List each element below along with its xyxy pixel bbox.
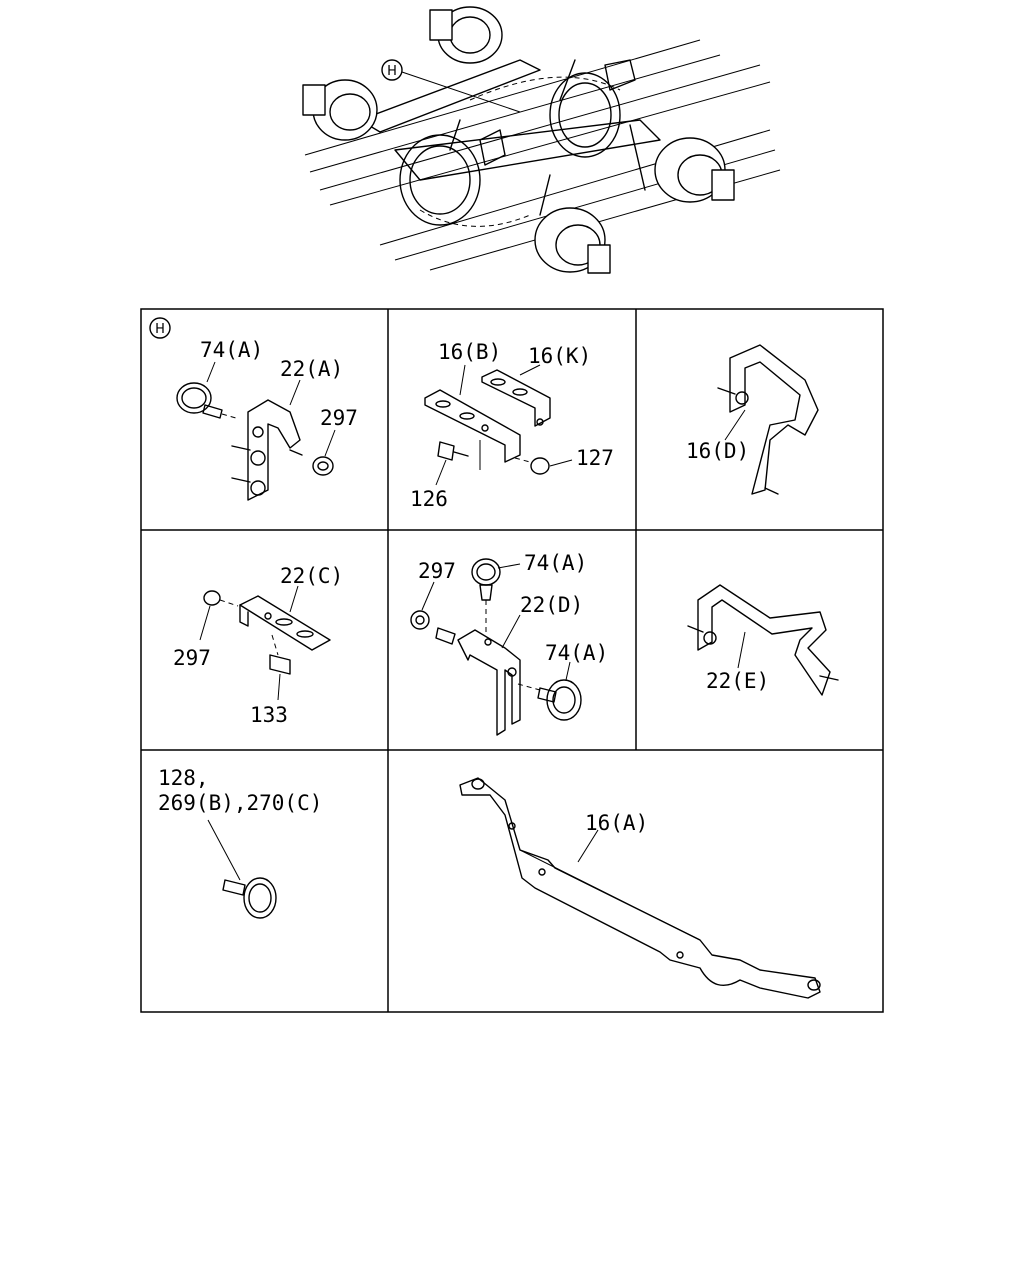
label-74a-top: 74(A) bbox=[524, 551, 587, 575]
label-127: 127 bbox=[576, 446, 614, 470]
hub-front-left bbox=[429, 6, 503, 64]
hub-front-right bbox=[654, 137, 735, 203]
panel-bracket-16d: 16(D) bbox=[686, 344, 819, 495]
clamp-74a bbox=[176, 382, 212, 414]
label-269b-270c: 269(B),270(C) bbox=[158, 791, 322, 815]
label-16a: 16(A) bbox=[585, 811, 648, 835]
panel-bracket-22c: 22(C) 297 133 bbox=[173, 564, 343, 727]
panel-bracket-22d: 297 22(D) 74(A) 74(A) bbox=[410, 551, 608, 736]
hub-rear-left bbox=[302, 79, 378, 141]
chassis-overview-illustration: H bbox=[302, 6, 781, 274]
bracket-16k bbox=[481, 369, 551, 427]
label-126: 126 bbox=[410, 487, 448, 511]
label-22a: 22(A) bbox=[280, 357, 343, 381]
bracket-22c bbox=[239, 595, 331, 651]
bracket-22d bbox=[457, 629, 521, 736]
label-128: 128, bbox=[158, 766, 209, 790]
label-74a: 74(A) bbox=[200, 338, 263, 362]
overview-marker-h: H bbox=[387, 64, 397, 79]
panel-marker-h: H bbox=[155, 322, 165, 337]
panel-clamp-128: 128, 269(B),270(C) bbox=[158, 766, 322, 919]
panel-bracket-16a: 16(A) bbox=[459, 777, 821, 999]
bracket-22e bbox=[697, 584, 831, 696]
panel-bracket-22e: 22(E) bbox=[687, 584, 839, 696]
label-22e: 22(E) bbox=[706, 669, 769, 693]
label-16d: 16(D) bbox=[686, 439, 749, 463]
label-297-d: 297 bbox=[418, 559, 456, 583]
bracket-22a bbox=[247, 399, 301, 501]
label-22d: 22(D) bbox=[520, 593, 583, 617]
label-16k: 16(K) bbox=[528, 344, 591, 368]
bracket-16d bbox=[729, 344, 819, 495]
label-16b: 16(B) bbox=[438, 340, 501, 364]
bracket-16b bbox=[424, 389, 521, 463]
label-297-c: 297 bbox=[173, 646, 211, 670]
label-74a-right: 74(A) bbox=[545, 641, 608, 665]
panel-h-bracket-22a: H 74(A) 22(A) 297 bbox=[149, 317, 358, 501]
label-297-h: 297 bbox=[320, 406, 358, 430]
panel-brackets-16b-16k: 16(B) 16(K) 126 127 bbox=[410, 340, 614, 511]
parts-grid bbox=[140, 308, 884, 1013]
hub-rear-right bbox=[534, 207, 611, 274]
label-133: 133 bbox=[250, 703, 288, 727]
label-22c: 22(C) bbox=[280, 564, 343, 588]
